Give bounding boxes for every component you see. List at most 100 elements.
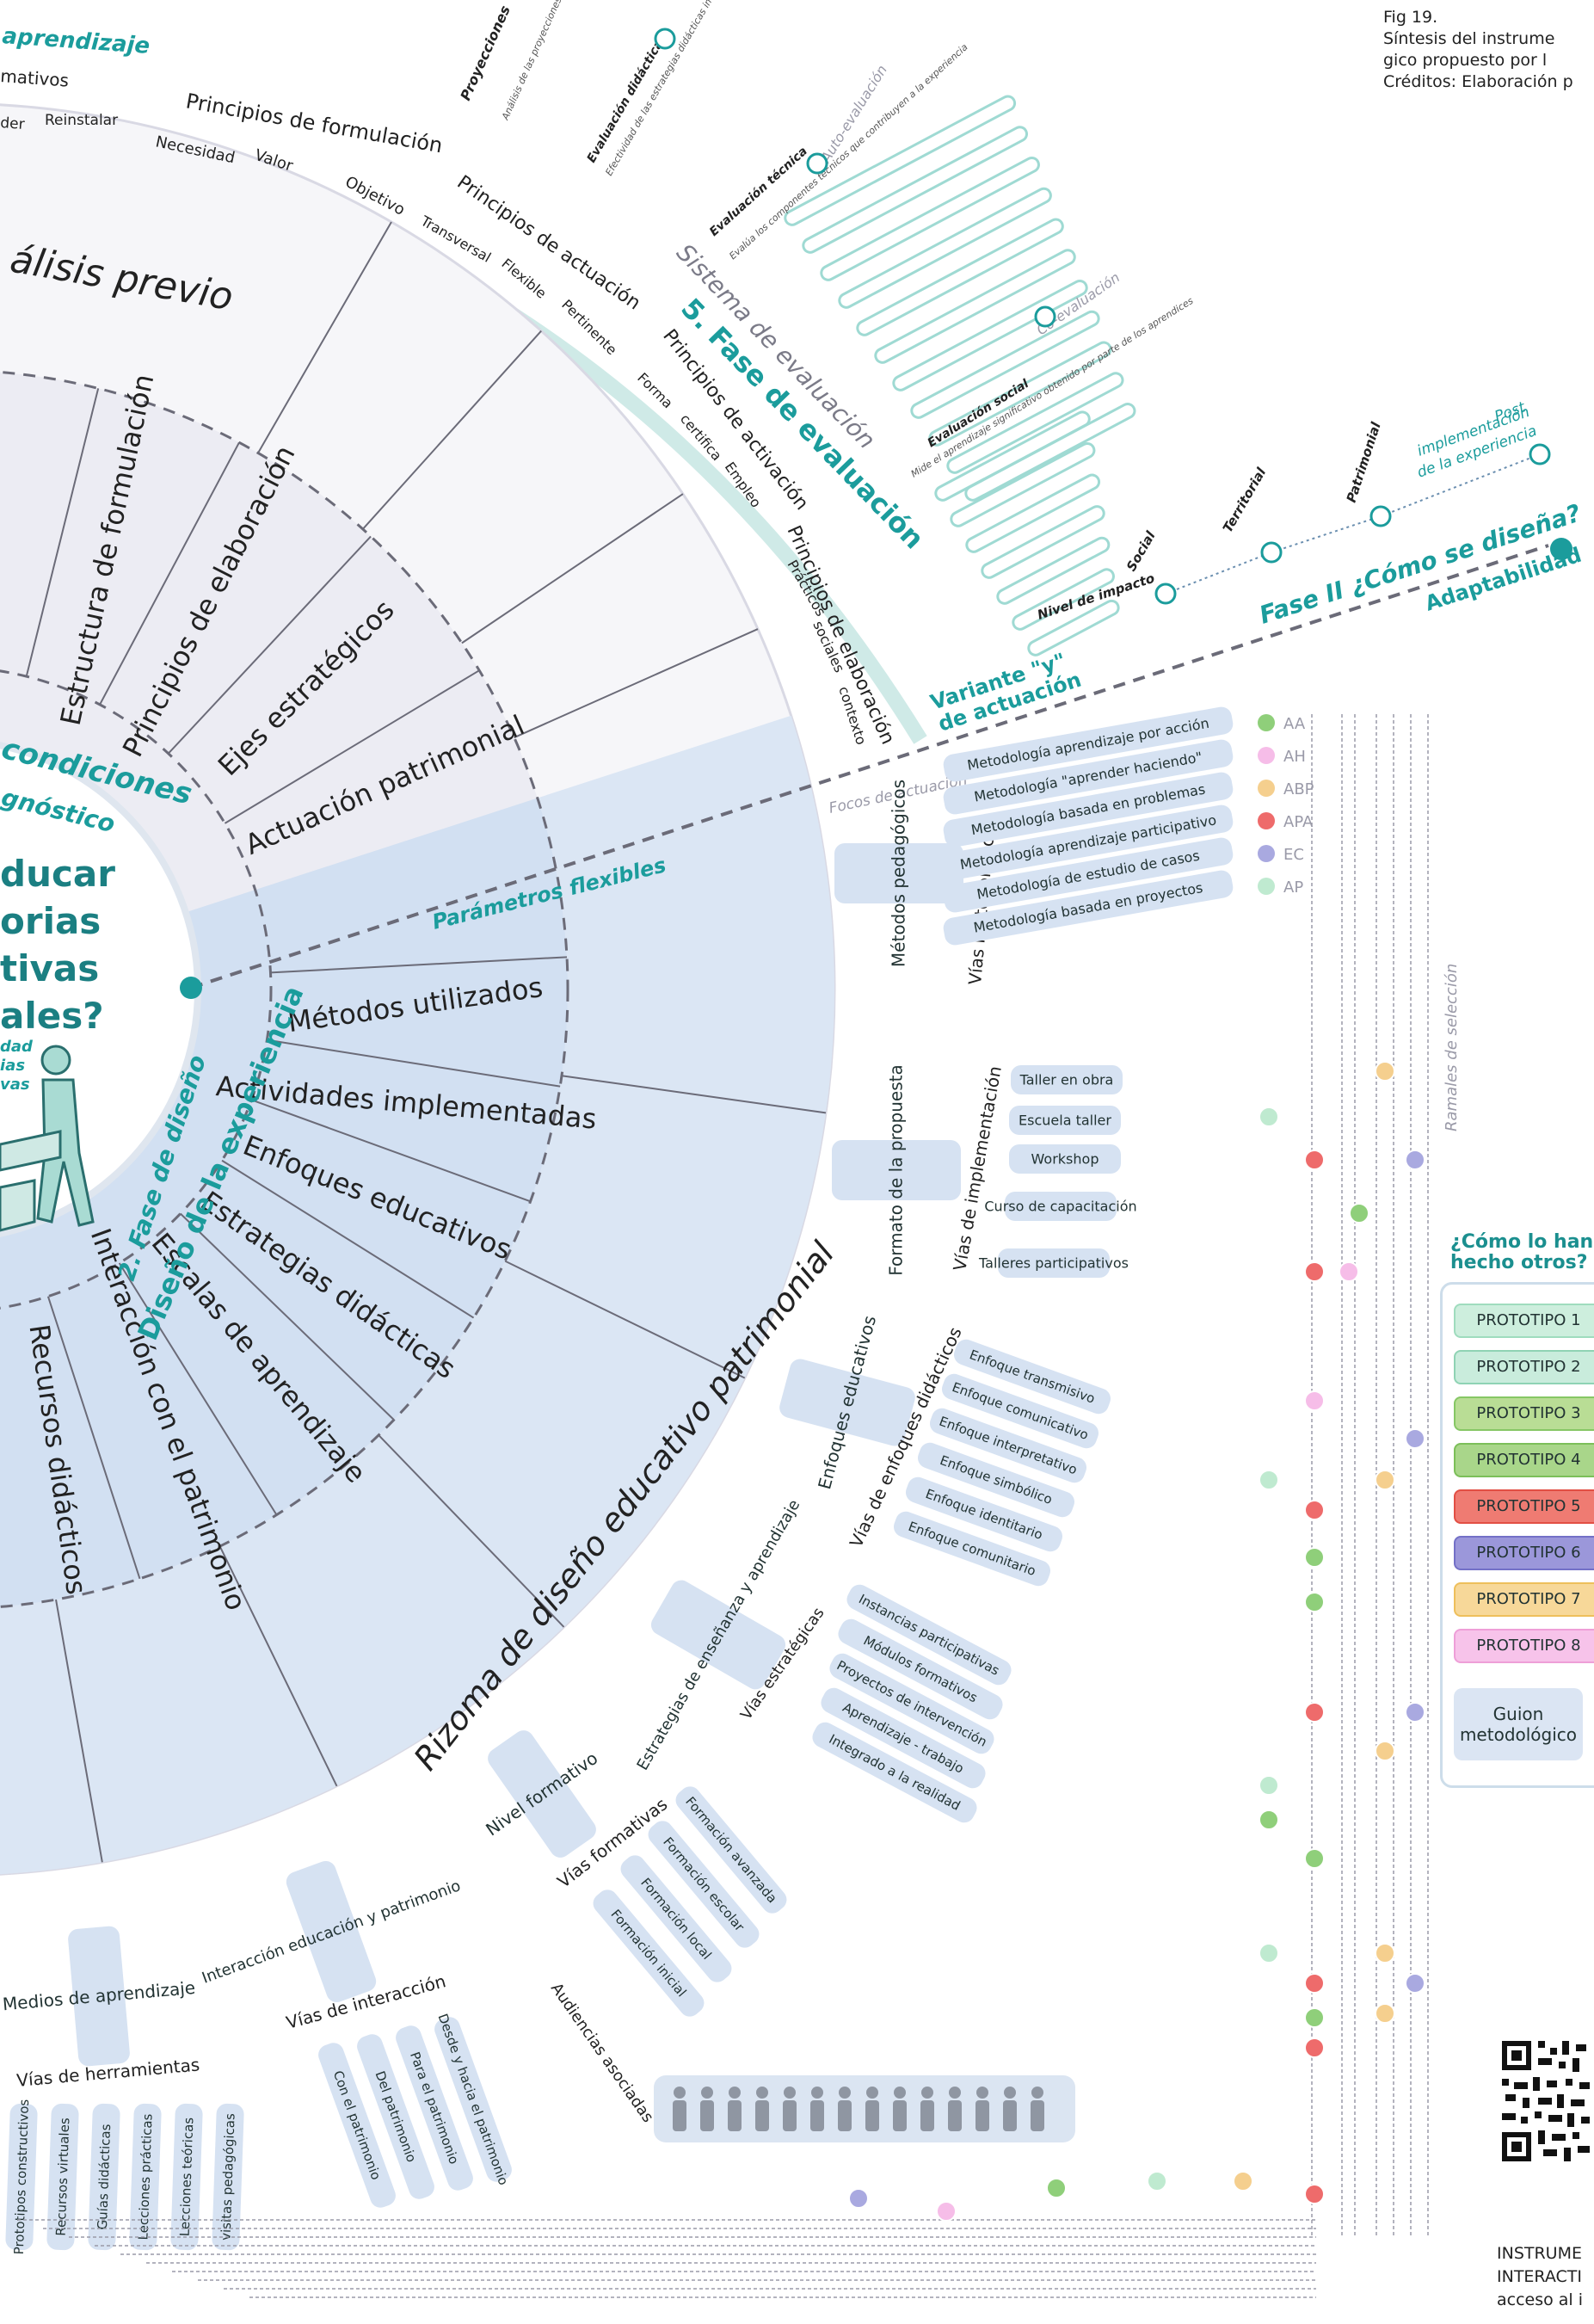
selection-dot-26 bbox=[1375, 1061, 1395, 1082]
selection-dot-30 bbox=[1233, 2171, 1253, 2191]
formato-item-5-label: Talleres participativos bbox=[978, 1254, 1129, 1271]
selection-dot-27 bbox=[1405, 1150, 1425, 1170]
herramienta-item-5[interactable]: Recursos virtuales bbox=[46, 2103, 79, 2251]
qr-caption: INSTRUME INTERACTI acceso al i bbox=[1497, 2242, 1594, 2312]
worker-illustration bbox=[0, 1045, 95, 1232]
selection-dot-28 bbox=[1046, 2178, 1067, 2198]
herramienta-item-3[interactable]: Lecciones prácticas bbox=[129, 2103, 162, 2251]
evaluation-node bbox=[1154, 583, 1177, 605]
evaluation-node bbox=[1260, 541, 1283, 564]
metodologia-code-1: AA bbox=[1283, 715, 1306, 733]
herramienta-item-4-label: Guías didácticas bbox=[95, 2124, 114, 2230]
metodologia-dot-2 bbox=[1258, 747, 1275, 764]
selection-dot-33 bbox=[848, 2188, 869, 2209]
qr-caption-line-1: INSTRUME bbox=[1497, 2244, 1582, 2263]
formato-item-3[interactable]: Workshop bbox=[1009, 1144, 1121, 1174]
top-left-1: mativos bbox=[0, 65, 70, 90]
prototype-3-button[interactable]: PROTOTIPO 3 bbox=[1454, 1396, 1594, 1431]
impact-line bbox=[1165, 453, 1541, 595]
evaluation-node bbox=[1369, 505, 1392, 527]
prototype-8-button[interactable]: PROTOTIPO 8 bbox=[1454, 1629, 1594, 1663]
evaluation-node bbox=[1034, 305, 1056, 328]
evaluation-node bbox=[806, 152, 828, 175]
fase-evaluacion-title: 5. Fase de evaluación bbox=[674, 292, 931, 555]
formato-item-5[interactable]: Talleres participativos bbox=[978, 1248, 1129, 1278]
prototype-2-button[interactable]: PROTOTIPO 2 bbox=[1454, 1350, 1594, 1384]
prototype-1-button[interactable]: PROTOTIPO 1 bbox=[1454, 1304, 1594, 1338]
caption-line-3: Créditos: Elaboración p bbox=[1383, 72, 1573, 91]
qr-code-icon[interactable] bbox=[1499, 2037, 1594, 2167]
herramienta-item-5-label: Recursos virtuales bbox=[53, 2117, 73, 2236]
prototype-5-button[interactable]: PROTOTIPO 5 bbox=[1454, 1489, 1594, 1524]
category-formato[interactable]: Formato de la propuesta bbox=[832, 1064, 961, 1276]
selection-dot-22 bbox=[1405, 1973, 1425, 1994]
category-metodos-label: Métodos pedagógicos bbox=[889, 780, 909, 967]
figure-caption: Fig 19. Síntesis del instrume gico propu… bbox=[1383, 7, 1594, 93]
dashed-ring-inner bbox=[0, 669, 273, 1310]
category-medios[interactable]: Medios de aprendizaje bbox=[0, 1920, 201, 2074]
selection-dot-9 bbox=[1375, 1470, 1395, 1490]
impacto-2: Territorial bbox=[1220, 465, 1270, 535]
impacto-3: Patrimonial bbox=[1344, 420, 1384, 505]
caption-fig: Fig 19. bbox=[1383, 8, 1438, 27]
formato-item-1[interactable]: Taller en obra bbox=[1011, 1065, 1123, 1094]
top-left-3: Reinstalar bbox=[45, 112, 118, 129]
selection-dot-31 bbox=[1304, 2184, 1325, 2204]
guion-metodologico-button[interactable]: Guion metodológico bbox=[1454, 1688, 1583, 1760]
selection-dot-8 bbox=[1405, 1428, 1425, 1449]
selection-dot-10 bbox=[1304, 1500, 1325, 1520]
herramienta-item-4[interactable]: Guías didácticas bbox=[88, 2103, 120, 2251]
selection-dot-11 bbox=[1304, 1547, 1325, 1568]
top-left-2: der bbox=[0, 114, 25, 133]
proyecciones-label: Proyecciones bbox=[457, 3, 514, 103]
co-evaluacion-label: Co-evaluación bbox=[1033, 269, 1123, 339]
metodologia-code-3: ABP bbox=[1283, 780, 1314, 798]
axis-dashed-line bbox=[190, 544, 1549, 989]
selection-dot-2 bbox=[1304, 1150, 1325, 1170]
selection-dot-7 bbox=[1259, 1470, 1279, 1490]
selection-dot-20 bbox=[1375, 1943, 1395, 1963]
category-formato-label: Formato de la propuesta bbox=[886, 1064, 907, 1276]
selection-dot-12 bbox=[1304, 1592, 1325, 1612]
category-enfoques[interactable]: Enfoques educativos bbox=[762, 1299, 933, 1506]
selection-dot-6 bbox=[1304, 1390, 1325, 1411]
selection-dot-29 bbox=[1147, 2171, 1167, 2191]
qr-caption-line-2: INTERACTI bbox=[1497, 2267, 1582, 2286]
herramienta-item-6[interactable]: Prototipos constructivos bbox=[5, 2099, 38, 2255]
aprendizaje-title: aprendizaje bbox=[2, 23, 151, 59]
selection-dot-17 bbox=[1259, 1809, 1279, 1830]
metodologia-dot-1 bbox=[1258, 714, 1275, 731]
selection-dot-25 bbox=[1304, 2037, 1325, 2058]
selection-dot-1 bbox=[1259, 1107, 1279, 1127]
selection-dot-19 bbox=[1259, 1943, 1279, 1963]
formato-item-2[interactable]: Escuela taller bbox=[1009, 1106, 1121, 1135]
audiences-illustration bbox=[654, 2075, 1075, 2142]
legend-title: ¿Cómo lo han hecho otros? bbox=[1450, 1231, 1594, 1273]
formato-item-4[interactable]: Curso de capacitación bbox=[984, 1192, 1137, 1221]
herramienta-item-2[interactable]: Lecciones teóricas bbox=[170, 2103, 203, 2251]
formato-item-3-label: Workshop bbox=[1031, 1150, 1099, 1167]
dashed-ring-outer bbox=[0, 371, 569, 1608]
formato-item-1-label: Taller en obra bbox=[1019, 1071, 1114, 1088]
center-question-line-1: ducar bbox=[0, 853, 115, 895]
proyecciones-desc: Análisis de las proyecciones a partir de… bbox=[499, 0, 613, 122]
selection-dot-15 bbox=[1375, 1741, 1395, 1761]
evaluation-node bbox=[1529, 443, 1551, 465]
prototype-4-button[interactable]: PROTOTIPO 4 bbox=[1454, 1443, 1594, 1477]
metodologia-dot-6 bbox=[1258, 878, 1275, 895]
impacto-1: Social bbox=[1123, 528, 1159, 574]
principios-elaboracion-title: Principios de elaboración bbox=[783, 522, 899, 748]
caption-line-2: gico propuesto por l bbox=[1383, 51, 1548, 70]
selection-dot-18 bbox=[1304, 1848, 1325, 1869]
herramienta-item-2-label: Lecciones teóricas bbox=[177, 2117, 197, 2236]
center-question: ducar orias tivas ales? dad ias vas bbox=[0, 853, 115, 1094]
category-metodos[interactable]: Métodos pedagógicos bbox=[834, 780, 963, 967]
selection-dot-21 bbox=[1304, 1973, 1325, 1994]
herramienta-item-1[interactable]: visitas pedagógicas bbox=[212, 2103, 244, 2251]
selection-dot-32 bbox=[936, 2201, 957, 2222]
prototype-6-button[interactable]: PROTOTIPO 6 bbox=[1454, 1536, 1594, 1570]
prototype-7-button[interactable]: PROTOTIPO 7 bbox=[1454, 1582, 1594, 1617]
center-question-line-3: tivas bbox=[0, 947, 99, 989]
metodologia-dot-5 bbox=[1258, 845, 1275, 862]
